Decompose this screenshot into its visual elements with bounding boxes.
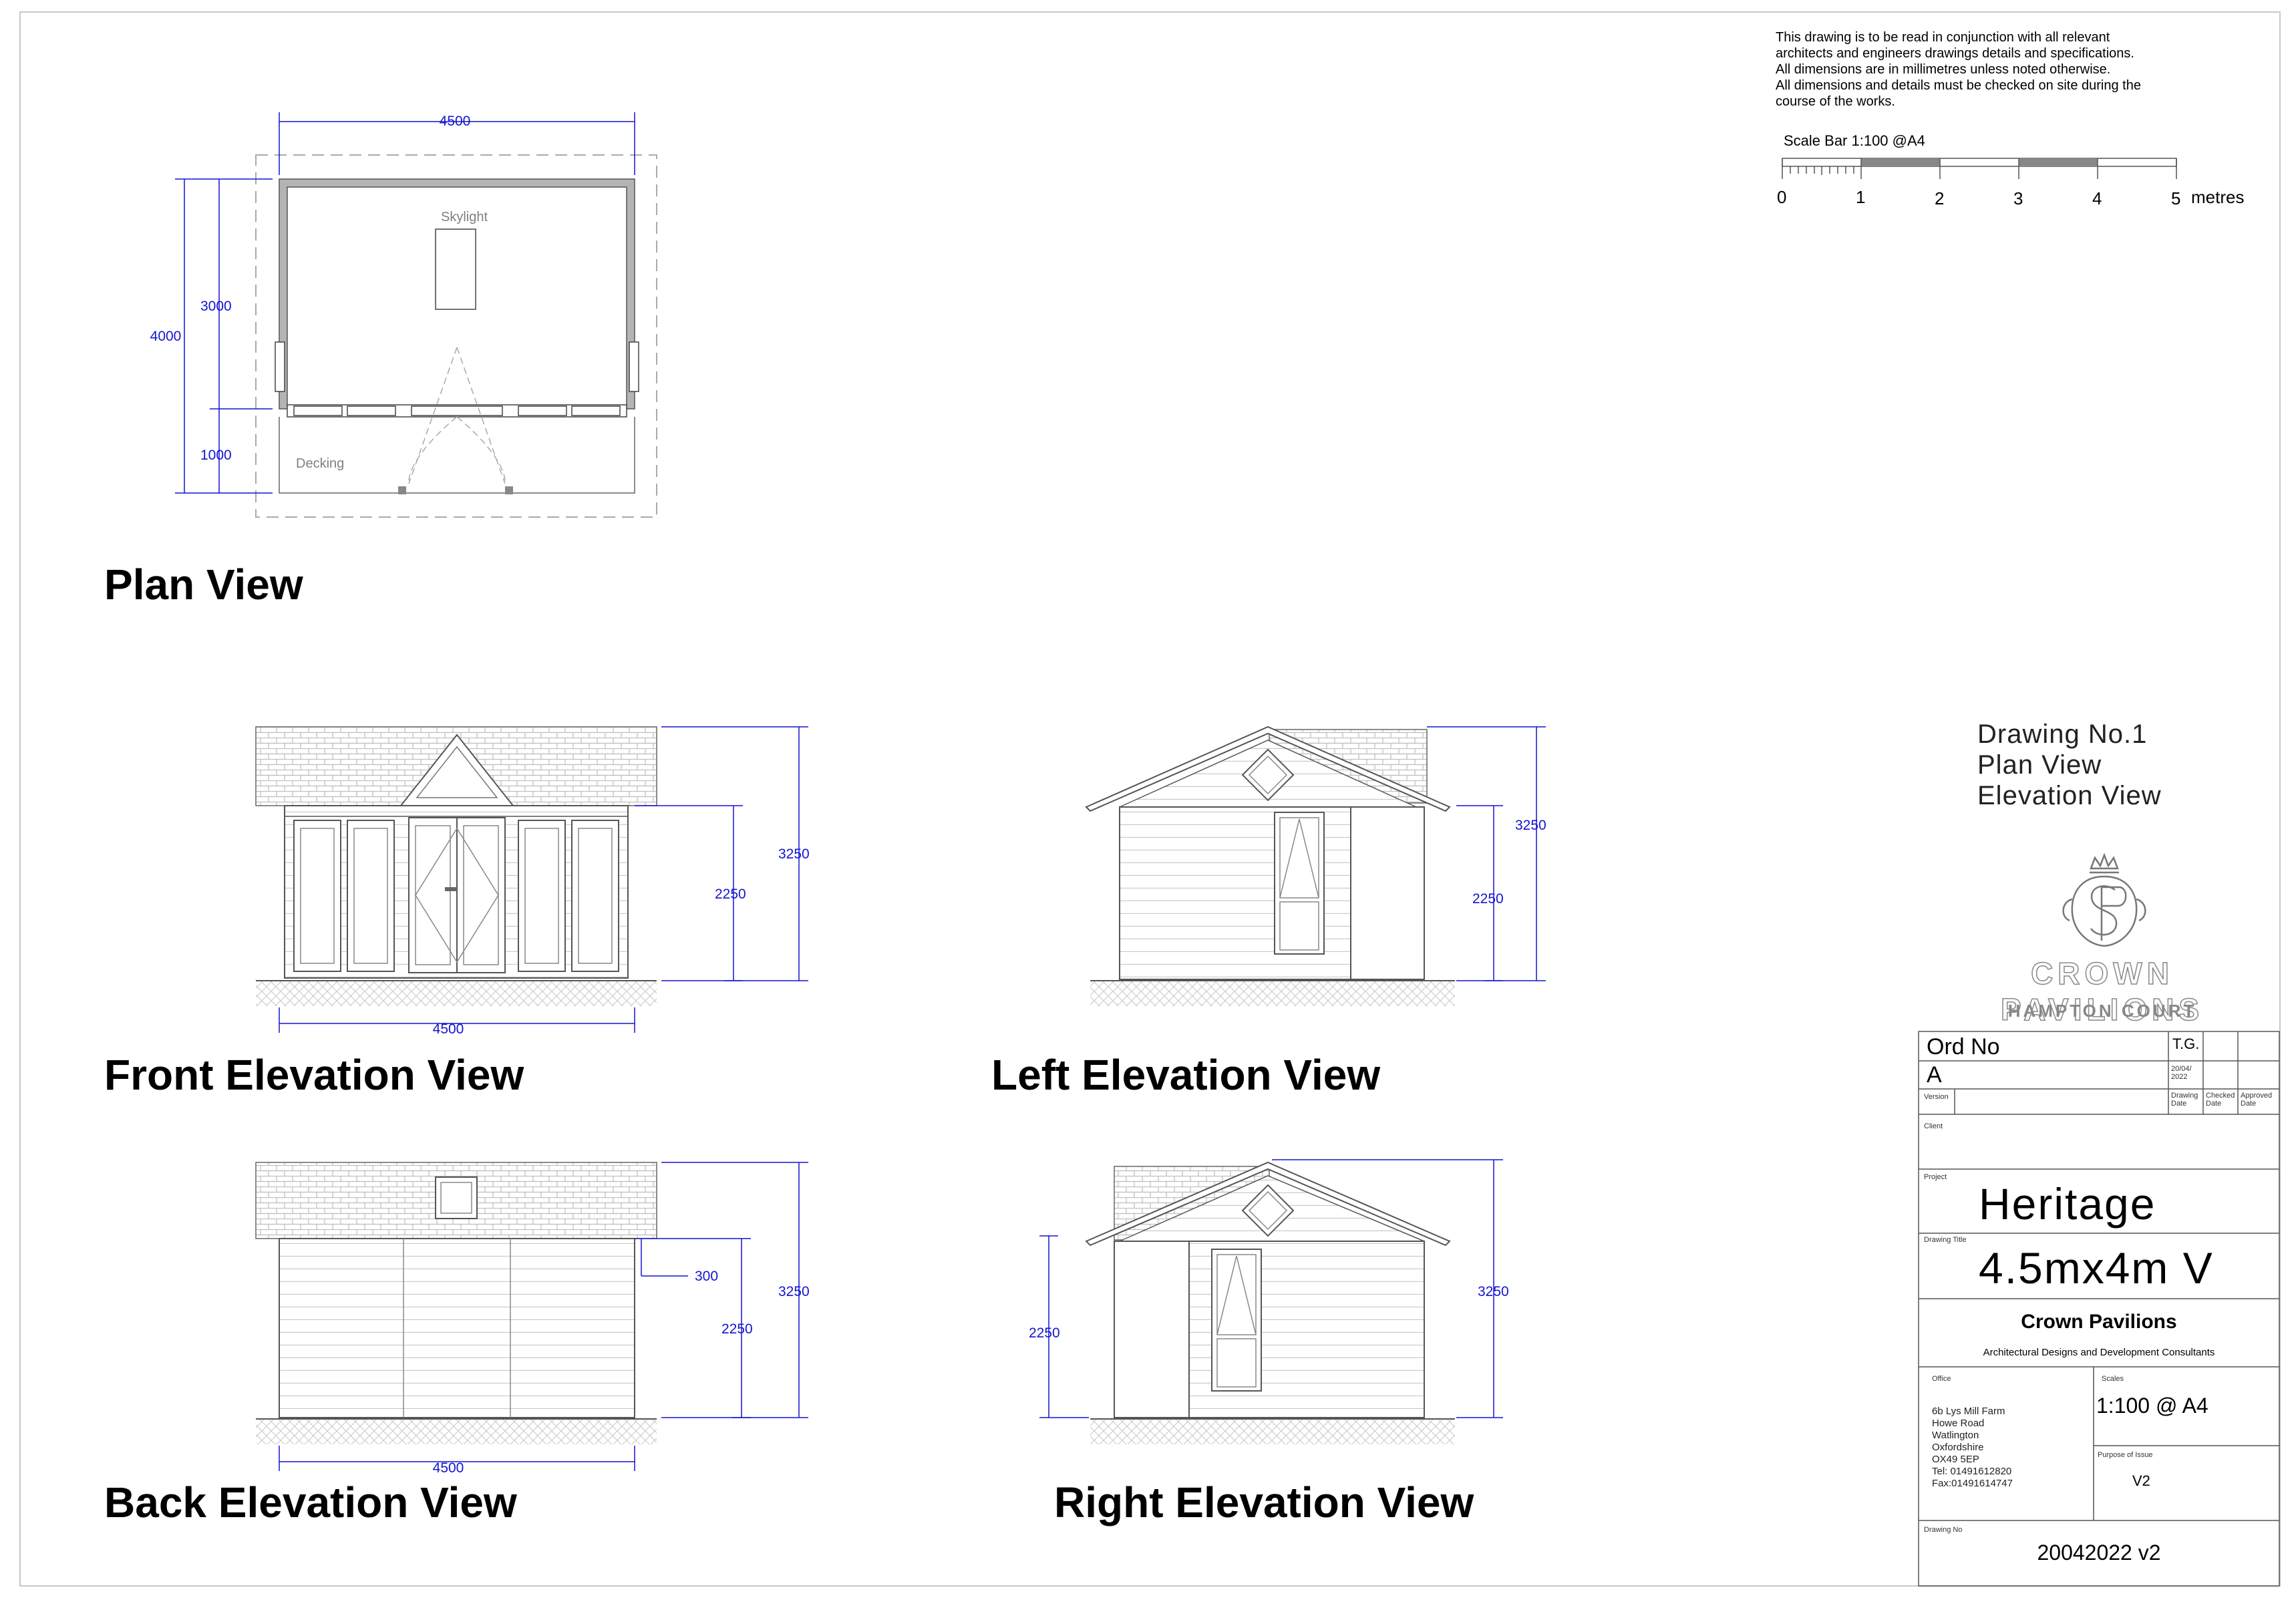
- drawing-info-elevation: Elevation View: [1977, 781, 2162, 810]
- plan-width-dim: 4500: [440, 114, 471, 129]
- brand-name: CROWN PAVILIONS: [2000, 955, 2204, 1027]
- plan-skylight-label: Skylight: [441, 210, 488, 224]
- note-line: course of the works.: [1776, 94, 1895, 109]
- note-line: This drawing is to be read in conjunctio…: [1776, 30, 2110, 45]
- revision-date: 20/04/ 2022: [2171, 1065, 2192, 1081]
- front-ground: [256, 981, 657, 1006]
- version-label: Version: [1924, 1093, 1949, 1101]
- drawing-notes: This drawing is to be read in conjunctio…: [1776, 29, 2141, 110]
- drawing-number: Drawing No.1: [1977, 719, 2148, 749]
- address-line: 6b Lys Mill Farm: [1932, 1406, 2005, 1417]
- office-address: 6b Lys Mill Farm Howe Road Watlington Ox…: [1932, 1406, 2013, 1490]
- purpose-label: Purpose of Issue: [2098, 1451, 2153, 1459]
- title-block-frame: [1918, 1031, 2280, 1587]
- scale-unit: metres: [2191, 187, 2245, 207]
- front-height-eaves-dim: 2250: [715, 886, 746, 902]
- brand-sub: HAMPTON COURT: [2007, 1001, 2197, 1021]
- client-label: Client: [1924, 1122, 1943, 1130]
- right-height-eaves-dim: 2250: [1029, 1325, 1060, 1341]
- plan-room-depth-dim: 3000: [200, 299, 232, 314]
- right-vent: [1241, 1184, 1295, 1237]
- company-sub: Architectural Designs and Development Co…: [1983, 1347, 2215, 1358]
- drawing-no-label: Drawing No: [1924, 1526, 1963, 1534]
- scale-tick-5: 5: [2171, 188, 2181, 208]
- office-label: Office: [1932, 1375, 1951, 1383]
- left-vent: [1241, 748, 1295, 802]
- scale-bar: [1782, 158, 2177, 179]
- back-width-dim: 4500: [433, 1460, 464, 1476]
- drawing-date-label: Drawing Date: [2171, 1092, 2198, 1108]
- left-roof: [1085, 726, 1451, 812]
- drawing-title: 4.5mx4m V: [1979, 1243, 2214, 1293]
- address-line: Howe Road: [1932, 1418, 1985, 1429]
- scale-tick-3: 3: [2013, 188, 2023, 208]
- plan-side-window-left: [275, 341, 285, 392]
- plan-skylight: [435, 228, 476, 310]
- project-label: Project: [1924, 1173, 1947, 1181]
- sheet-border: [19, 11, 2281, 1587]
- ord-no-label: Ord No: [1927, 1034, 2000, 1060]
- drawn-by: T.G.: [2172, 1035, 2200, 1052]
- plan-view-title: Plan View: [104, 560, 303, 609]
- left-elevation: 3250 2250: [1085, 726, 1546, 1006]
- crown-logo-icon: [2062, 852, 2146, 947]
- plan-decking-edge: [279, 417, 635, 494]
- back-wall: [279, 1238, 635, 1418]
- plan-total-depth-dim: 4000: [150, 329, 182, 344]
- right-elevation-title: Right Elevation View: [1054, 1478, 1474, 1526]
- left-height-total-dim: 3250: [1515, 818, 1546, 833]
- scale-bar-title: Scale Bar 1:100 @A4: [1784, 132, 1925, 149]
- scale-tick-0: 0: [1777, 187, 1787, 207]
- plan-posts: [398, 486, 513, 494]
- scales-label: Scales: [2102, 1375, 2124, 1383]
- project-name: Heritage: [1979, 1179, 2156, 1229]
- note-line: architects and engineers drawings detail…: [1776, 46, 2134, 61]
- back-height-total-dim: 3250: [778, 1284, 810, 1299]
- back-offset-dim: 300: [695, 1269, 718, 1284]
- plan-deck-depth-dim: 1000: [200, 448, 232, 463]
- purpose-value: V2: [2132, 1472, 2150, 1489]
- address-line: Oxfordshire: [1932, 1442, 1984, 1453]
- drawing-info: Drawing No.1 Plan View Elevation View: [1977, 719, 2162, 811]
- approved-date-label: Approved Date: [2241, 1092, 2273, 1108]
- address-line: Fax:01491614747: [1932, 1478, 2013, 1489]
- drawing-info-plan: Plan View: [1977, 750, 2102, 780]
- front-elevation: 4500 3250 2250: [255, 726, 810, 1037]
- scale-tick-1: 1: [1856, 187, 1866, 207]
- front-width-dim: 4500: [433, 1021, 464, 1037]
- scale-tick-4: 4: [2092, 188, 2102, 208]
- drawing-title-label: Drawing Title: [1924, 1236, 1967, 1244]
- note-line: All dimensions and details must be check…: [1776, 78, 2141, 93]
- plan-overhang-outline: [255, 154, 657, 518]
- plan-decking-label: Decking: [296, 456, 344, 471]
- front-elevation-title: Front Elevation View: [104, 1051, 524, 1099]
- left-elevation-title: Left Elevation View: [991, 1051, 1381, 1099]
- left-height-eaves-dim: 2250: [1472, 891, 1504, 907]
- back-skylight: [435, 1176, 478, 1219]
- right-elevation: 3250 2250: [1029, 1159, 1509, 1444]
- back-elevation: 4500 3250 2250 300: [255, 1162, 810, 1476]
- address-line: OX49 5EP: [1932, 1454, 1979, 1465]
- scale-value: 1:100 @ A4: [2096, 1394, 2208, 1418]
- address-line: Watlington: [1932, 1430, 1979, 1441]
- right-height-total-dim: 3250: [1478, 1284, 1509, 1299]
- right-window: [1211, 1249, 1262, 1392]
- back-elevation-title: Back Elevation View: [104, 1478, 517, 1526]
- left-window: [1274, 812, 1325, 955]
- plan-side-window-right: [629, 341, 639, 392]
- note-line: All dimensions are in millimetres unless…: [1776, 62, 2111, 77]
- right-roof: [1085, 1161, 1451, 1247]
- plan-view: Skylight Decking 4500 4000 3000 1000: [150, 112, 657, 518]
- revision: A: [1927, 1062, 1942, 1088]
- plan-walls: [279, 178, 635, 410]
- front-height-total-dim: 3250: [778, 846, 810, 862]
- scale-tick-2: 2: [1935, 188, 1945, 208]
- address-line: Tel: 01491612820: [1932, 1466, 2012, 1477]
- checked-date-label: Checked Date: [2206, 1092, 2235, 1108]
- drawing-no: 20042022 v2: [2037, 1541, 2161, 1565]
- back-height-eaves-dim: 2250: [721, 1321, 753, 1337]
- company-name: Crown Pavilions: [2021, 1311, 2177, 1333]
